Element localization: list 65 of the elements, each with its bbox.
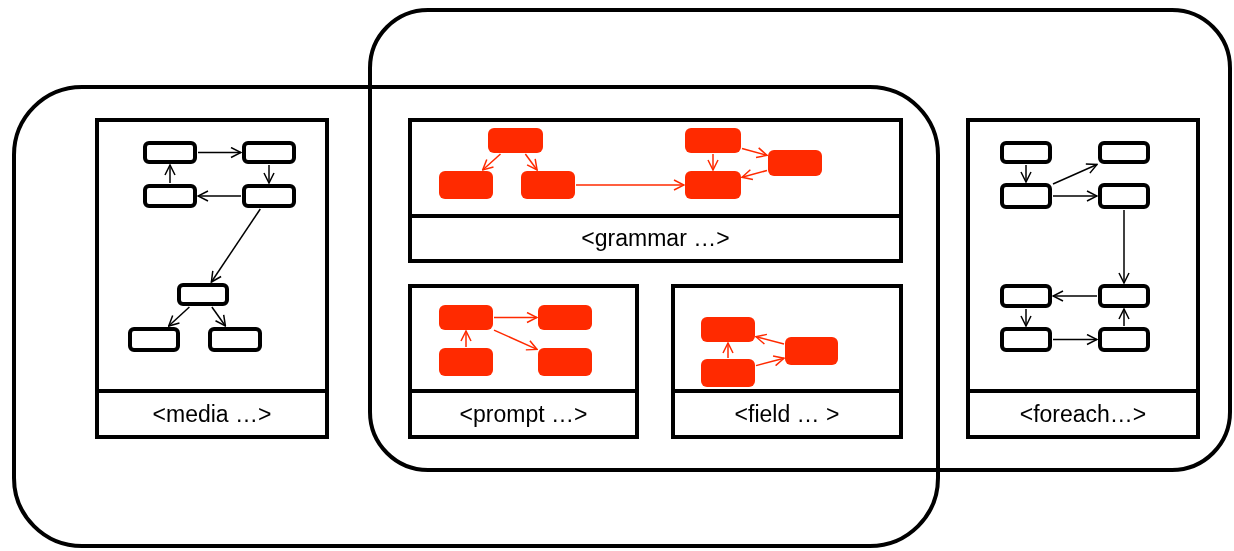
arrow — [493, 311, 538, 324]
arrow — [707, 153, 719, 171]
arrow — [722, 342, 734, 359]
arrow — [1020, 164, 1032, 183]
element-panel — [408, 118, 903, 263]
small-box — [1098, 284, 1150, 308]
small-box — [1000, 183, 1052, 209]
arrow — [481, 153, 502, 171]
arrow — [741, 147, 768, 159]
small-box — [538, 348, 592, 376]
arrow — [197, 146, 242, 159]
arrow — [755, 333, 785, 345]
arrow — [210, 208, 262, 283]
arrow — [1052, 190, 1098, 202]
arrow — [1052, 163, 1098, 185]
small-box — [521, 171, 575, 199]
arrow — [164, 164, 176, 184]
small-box — [439, 348, 493, 376]
arrow — [211, 306, 227, 327]
small-box — [439, 171, 493, 199]
tag-label: <prompt …> — [459, 402, 588, 426]
small-box — [143, 184, 197, 208]
small-box — [488, 128, 543, 153]
element-panel — [95, 118, 329, 439]
arrow — [524, 153, 538, 171]
small-box — [538, 305, 592, 330]
arrow — [197, 190, 242, 202]
element-panel — [408, 284, 639, 439]
small-box — [701, 359, 755, 387]
arrow — [1118, 209, 1130, 284]
element-panel — [966, 118, 1200, 439]
arrow — [1052, 333, 1098, 346]
small-box — [1000, 327, 1052, 352]
arrow — [575, 179, 685, 191]
arrow — [1052, 290, 1098, 302]
tag-label: <foreach…> — [1019, 402, 1147, 426]
small-box — [242, 141, 296, 164]
small-box — [128, 327, 180, 352]
small-box — [1098, 141, 1150, 164]
small-box — [785, 337, 838, 365]
small-box — [1098, 183, 1150, 209]
small-box — [143, 141, 197, 164]
small-box — [1000, 284, 1052, 308]
arrow — [755, 355, 785, 367]
arrow — [1118, 308, 1130, 327]
tag-label: <field … > — [734, 402, 840, 426]
small-box — [177, 283, 229, 306]
small-box — [208, 327, 262, 352]
small-box — [242, 184, 296, 208]
tag-label: <grammar …> — [581, 227, 730, 250]
arrow — [1020, 308, 1032, 327]
small-box — [685, 171, 741, 199]
small-box — [701, 317, 755, 342]
arrow — [263, 164, 275, 184]
element-panel — [671, 284, 903, 439]
arrow — [741, 169, 768, 181]
small-box — [685, 128, 741, 153]
arrow — [167, 306, 191, 327]
small-box — [1098, 327, 1150, 352]
arrow — [460, 330, 472, 348]
small-box — [1000, 141, 1052, 164]
arrow — [493, 329, 538, 351]
tag-label: <media …> — [152, 402, 272, 426]
small-box — [768, 150, 822, 176]
small-box — [439, 305, 493, 330]
